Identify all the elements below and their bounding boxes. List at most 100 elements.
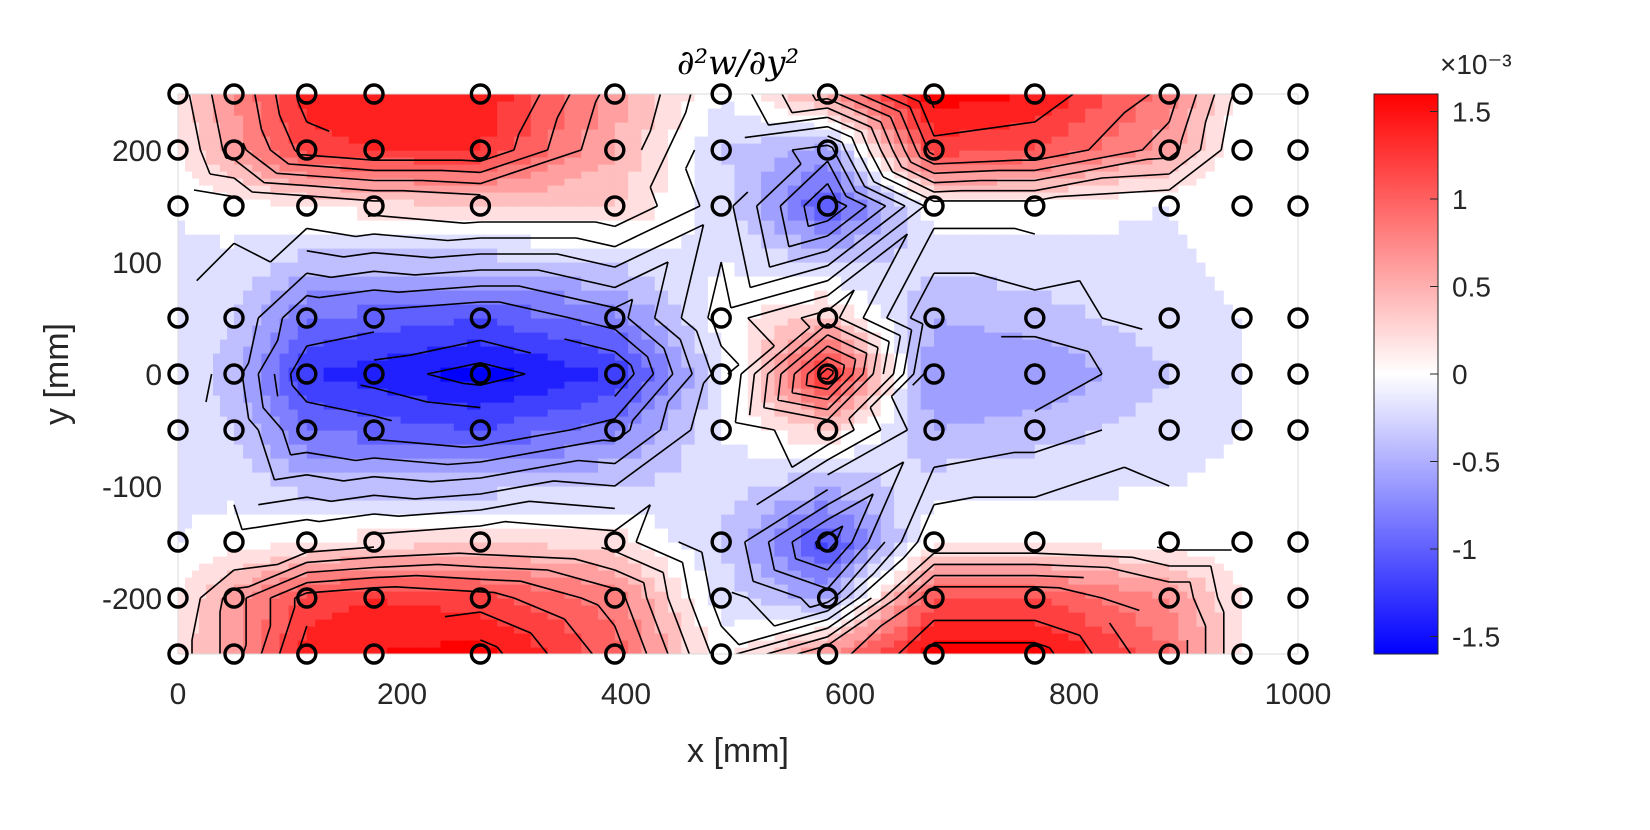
contour-cell <box>1284 346 1292 354</box>
contour-cell <box>440 423 455 431</box>
contour-cell <box>365 633 375 641</box>
contour-cell <box>707 416 722 424</box>
contour-cell <box>227 542 235 550</box>
contour-cell <box>1277 248 1285 263</box>
contour-cell <box>1249 570 1257 578</box>
contour-cell <box>234 563 244 571</box>
contour-cell <box>984 486 998 501</box>
contour-cell <box>1291 220 1298 235</box>
contour-cell <box>997 542 1011 550</box>
contour-cell <box>1205 381 1216 389</box>
contour-cell <box>1152 325 1170 333</box>
contour-cell <box>564 374 582 382</box>
contour-cell <box>297 339 308 347</box>
contour-cell <box>1135 360 1153 368</box>
contour-cell <box>279 556 290 564</box>
contour-cell <box>867 612 882 620</box>
contour-cell <box>774 234 789 249</box>
contour-cell <box>971 409 985 417</box>
contour-cell <box>480 626 498 634</box>
contour-cell <box>185 514 193 529</box>
contour-cell <box>1009 360 1023 368</box>
contour-cell <box>1205 262 1216 277</box>
contour-cell <box>774 444 789 459</box>
contour-cell <box>288 262 299 277</box>
contour-cell <box>1214 395 1225 403</box>
contour-cell <box>747 556 762 564</box>
contour-cell <box>192 402 200 410</box>
contour-cell <box>681 157 696 165</box>
contour-cell <box>984 262 998 277</box>
contour-cell <box>340 192 350 200</box>
contour-cell <box>681 164 696 172</box>
contour-cell <box>1196 591 1207 599</box>
contour-cell <box>971 290 985 305</box>
contour-cell <box>920 444 935 459</box>
contour-cell <box>1085 640 1103 648</box>
contour-cell <box>243 605 253 613</box>
contour-cell <box>288 192 299 200</box>
contour-cell <box>681 472 696 487</box>
contour-cell <box>1205 458 1216 473</box>
contour-cell <box>880 332 895 340</box>
contour-cell <box>1270 619 1278 627</box>
contour-cell <box>880 549 895 557</box>
contour-cell <box>234 325 244 333</box>
contour-cell <box>1051 563 1069 571</box>
contour-cell <box>694 318 709 326</box>
contour-cell <box>564 206 582 221</box>
contour-cell <box>306 332 316 340</box>
contour-cell <box>270 584 281 592</box>
contour-cell <box>323 381 333 389</box>
contour-cell <box>1270 584 1278 592</box>
contour-cell <box>252 458 262 473</box>
contour-cell <box>192 556 200 564</box>
contour-cell <box>628 262 642 277</box>
contour-cell <box>1277 598 1285 606</box>
contour-cell <box>1232 262 1243 277</box>
contour-cell <box>467 332 481 340</box>
contour-cell <box>581 178 599 186</box>
contour-cell <box>1051 430 1069 445</box>
contour-cell <box>1205 248 1216 263</box>
contour-cell <box>261 598 271 606</box>
contour-cell <box>178 339 186 347</box>
contour-cell <box>854 381 869 389</box>
contour-cell <box>279 325 290 333</box>
contour-cell <box>261 570 271 578</box>
contour-cell <box>761 304 775 319</box>
contour-cell <box>365 360 375 368</box>
contour-cell <box>357 150 367 158</box>
contour-cell <box>467 199 481 207</box>
contour-cell <box>252 178 262 186</box>
contour-cell <box>206 514 214 529</box>
contour-cell <box>199 220 207 235</box>
contour-cell <box>867 500 882 515</box>
contour-cell <box>288 402 299 410</box>
contour-cell <box>243 528 253 543</box>
contour-cell <box>668 423 682 431</box>
contour-cell <box>1034 339 1053 347</box>
contour-cell <box>1223 388 1234 396</box>
contour-cell <box>332 150 341 158</box>
contour-cell <box>1102 374 1120 382</box>
contour-cell <box>288 444 299 459</box>
contour-cell <box>840 626 855 634</box>
contour-cell <box>252 626 262 634</box>
contour-cell <box>1152 276 1170 291</box>
contour-cell <box>252 381 262 389</box>
contour-cell <box>734 605 749 613</box>
contour-cell <box>668 591 682 599</box>
contour-cell <box>213 500 221 515</box>
contour-cell <box>907 640 922 648</box>
contour-cell <box>694 395 709 403</box>
contour-cell <box>178 549 186 557</box>
contour-cell <box>1263 220 1271 235</box>
contour-cell <box>946 360 960 368</box>
contour-cell <box>315 626 325 634</box>
contour-cell <box>934 395 948 403</box>
contour-cell <box>497 157 515 165</box>
contour-cell <box>413 199 428 207</box>
contour-cell <box>213 549 221 557</box>
contour-cell <box>413 556 428 564</box>
